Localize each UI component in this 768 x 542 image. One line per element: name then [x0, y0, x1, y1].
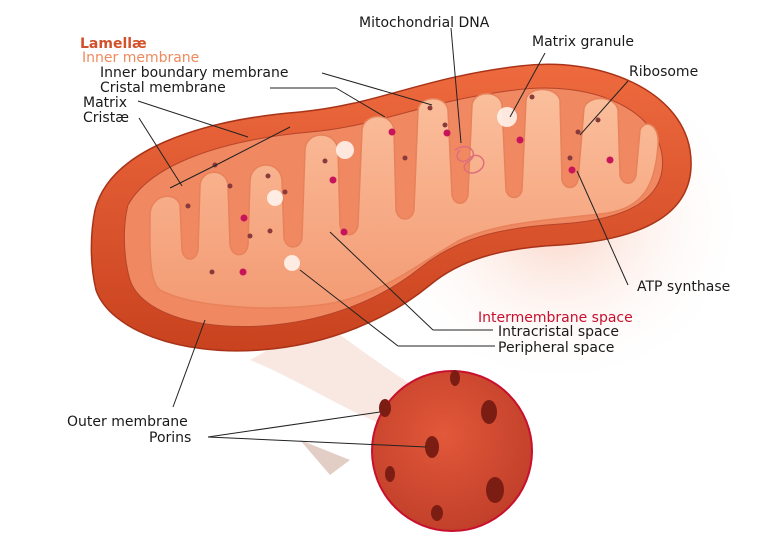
- label-ribosome: Ribosome: [629, 64, 699, 80]
- matrix-granule: [267, 190, 283, 206]
- matrix-granule: [497, 107, 517, 127]
- label-atp-synthase: ATP synthase: [637, 279, 731, 295]
- outer-membrane-zoom: [371, 370, 533, 532]
- label-cristal-membrane: Cristal membrane: [100, 80, 226, 96]
- label-porins: Porins: [149, 430, 192, 446]
- matrix-granule: [284, 255, 300, 271]
- zoom-arrow-icon: [300, 440, 350, 475]
- leader-lines: [137, 27, 629, 448]
- label-inner-membrane: Inner membrane: [82, 50, 200, 66]
- label-matrix-granule: Matrix granule: [532, 34, 634, 50]
- label-cristae: Cristæ: [83, 110, 129, 126]
- label-mitochondrial-dna: Mitochondrial DNA: [359, 15, 490, 31]
- label-inner-boundary-membrane: Inner boundary membrane: [100, 65, 289, 81]
- label-matrix: Matrix: [83, 95, 128, 111]
- label-peripheral-space: Peripheral space: [498, 340, 615, 356]
- matrix-granule: [336, 141, 354, 159]
- label-intracristal-space: Intracristal space: [498, 324, 619, 340]
- label-lamellae: Lamellæ: [80, 36, 147, 52]
- porins: [379, 370, 504, 521]
- matrix: [149, 88, 659, 309]
- label-outer-membrane: Outer membrane: [67, 414, 188, 430]
- label-intermembrane-space: Intermembrane space: [478, 310, 633, 326]
- mitochondrial-dna: [454, 145, 485, 174]
- atp-synthase: [239, 128, 614, 276]
- ribosomes: [185, 94, 601, 275]
